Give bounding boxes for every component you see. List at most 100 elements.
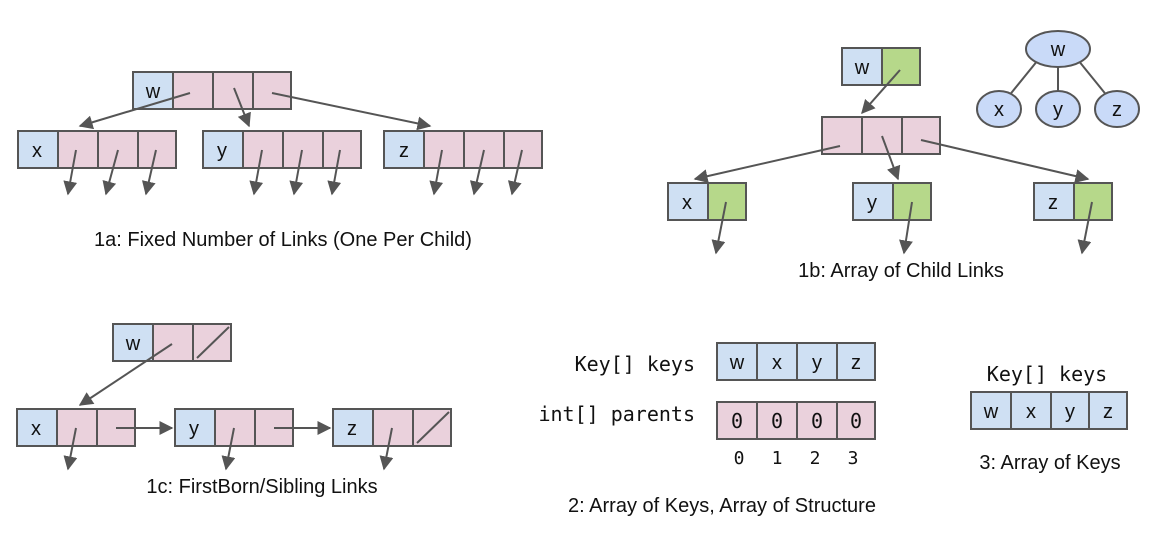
array-link-cell (707, 182, 747, 221)
array-value: 0 (850, 409, 862, 433)
node-y: y (202, 130, 362, 169)
link-cell (57, 130, 99, 169)
link-cell (152, 323, 194, 362)
key-label: x (682, 192, 692, 214)
parents-array-label: int[] parents (538, 402, 695, 426)
caption-3: 3: Array of Keys (979, 452, 1120, 474)
link-arrow (271, 92, 432, 131)
key-label: w (125, 333, 141, 355)
link-cell (463, 130, 505, 169)
node-z: z (332, 408, 452, 447)
link-arrow (920, 139, 1090, 183)
array-cell (756, 401, 798, 440)
node-w: w (112, 323, 232, 362)
key-label: x (32, 140, 42, 162)
child-link-array (821, 116, 941, 155)
keys-array-label: Key[] keys (575, 352, 695, 376)
node-w: w (132, 71, 292, 110)
link-cell (861, 116, 903, 155)
array-value: 0 (731, 409, 743, 433)
keys-array-label: Key[] keys (987, 362, 1107, 386)
keys-array: w x y z (970, 391, 1128, 430)
section-1a-fixed-links: w x y z (17, 71, 543, 251)
array-value: w (983, 401, 999, 423)
key-label: z (1112, 99, 1122, 121)
key-label: y (217, 140, 227, 162)
link-cell (322, 130, 362, 169)
link-cell (901, 116, 941, 155)
node-x: x (667, 182, 747, 221)
link-cell (212, 71, 254, 110)
index-label: 2 (810, 448, 821, 469)
link-cell (503, 130, 543, 169)
section-1c-sibling-links: w x y z 1c: FirstBorn/Sibli (16, 323, 452, 498)
leaf-link-arrows (63, 149, 523, 196)
link-cell (252, 71, 292, 110)
array-cell (796, 401, 838, 440)
array-cell (836, 401, 876, 440)
array-cell (1088, 391, 1128, 430)
link-arrow (693, 145, 841, 184)
node-y: y (174, 408, 294, 447)
key-cell (17, 130, 59, 169)
tree-sketch: w x y z (976, 30, 1140, 128)
link-cell (423, 130, 465, 169)
array-cell (970, 391, 1012, 430)
array-cell (796, 342, 838, 381)
key-cell (174, 408, 216, 447)
index-label: 3 (848, 448, 859, 469)
link-arrow (881, 135, 901, 181)
null-slash (196, 326, 230, 359)
array-link-cell (881, 47, 921, 86)
key-label: y (189, 418, 199, 440)
caption-1c: 1c: FirstBorn/Sibling Links (146, 476, 377, 498)
key-label: y (1053, 99, 1063, 121)
key-label: w (854, 57, 870, 79)
link-cell (137, 130, 177, 169)
link-arrow (78, 92, 191, 130)
link-cell (242, 130, 284, 169)
link-cell (97, 130, 139, 169)
key-cell (16, 408, 58, 447)
array-link-cell (1073, 182, 1113, 221)
array-value: z (851, 352, 861, 374)
array-value: z (1103, 401, 1113, 423)
key-cell (1033, 182, 1075, 221)
node-y: y (852, 182, 932, 221)
array-link-cell (892, 182, 932, 221)
key-label: z (1048, 192, 1058, 214)
parents-array: 0 0 0 0 (716, 401, 876, 440)
node-w: w (841, 47, 921, 86)
array-value: w (729, 352, 745, 374)
firstborn-link-arrows (63, 427, 394, 471)
key-label: w (145, 81, 161, 103)
link-cell (372, 408, 414, 447)
key-cell (841, 47, 883, 86)
section-3-array-of-keys: Key[] keys w x y z 3: Array of Keys (970, 362, 1128, 474)
key-label: x (994, 99, 1004, 121)
key-cell (383, 130, 425, 169)
array-value: x (1026, 401, 1036, 423)
index-label: 0 (734, 448, 745, 469)
array-cell (1050, 391, 1090, 430)
array-indices: 0 1 2 3 (734, 448, 859, 469)
link-arrow (861, 69, 901, 115)
node-x: x (17, 130, 177, 169)
leaf-link-arrows (711, 201, 1093, 255)
tree-node-y: y (1035, 90, 1081, 128)
key-cell (667, 182, 709, 221)
array-cell (756, 342, 798, 381)
node-z: z (383, 130, 543, 169)
null-slash (416, 411, 450, 444)
keys-array: w x y z (716, 342, 876, 381)
caption-1a: 1a: Fixed Number of Links (One Per Child… (94, 229, 472, 251)
key-label: z (347, 418, 357, 440)
tree-node-x: x (976, 90, 1022, 128)
link-cell (56, 408, 98, 447)
tree-node-w: w (1025, 30, 1091, 68)
link-arrow (233, 87, 251, 128)
tree-node-z: z (1094, 90, 1140, 128)
key-label: x (31, 418, 41, 440)
key-label: y (867, 192, 877, 214)
